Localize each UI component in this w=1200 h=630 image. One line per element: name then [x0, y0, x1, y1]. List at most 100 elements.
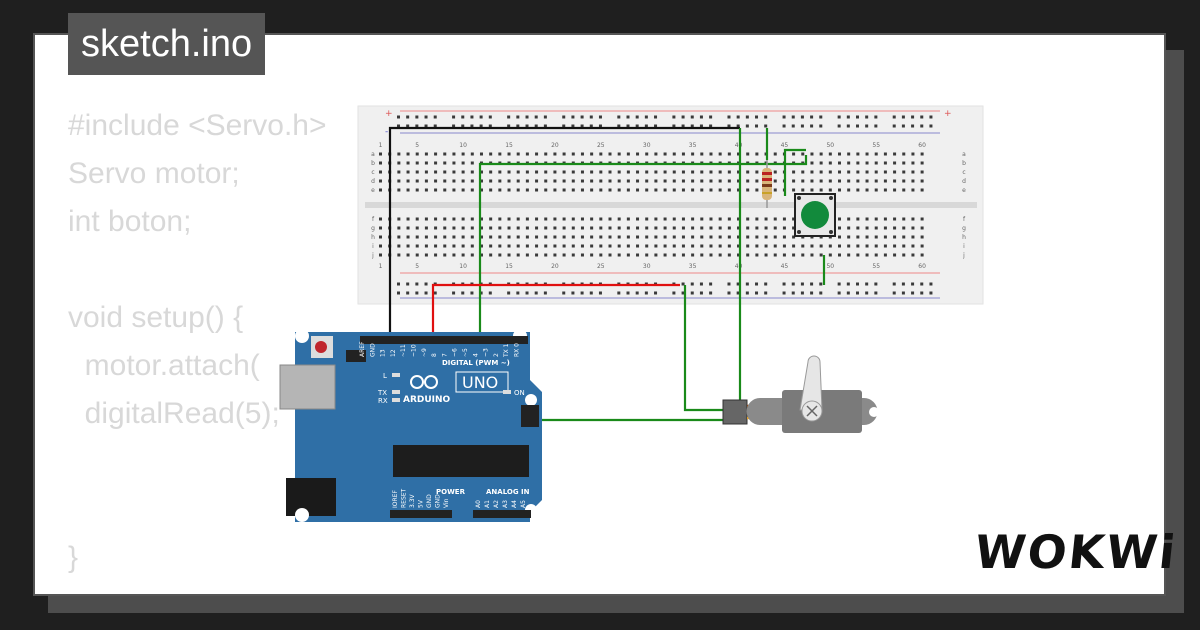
wire-green-servo-vcc — [683, 285, 723, 412]
breadboard-row-label: h — [962, 234, 966, 241]
code-line: int boton; — [68, 205, 192, 238]
breadboard-column-label: 50 — [826, 142, 834, 149]
analog-header — [473, 510, 531, 518]
servo-horn — [799, 355, 823, 411]
arduino-pin-label: 13 — [380, 349, 387, 357]
reset-button[interactable] — [315, 341, 327, 353]
breadboard-column-label: 1 — [379, 263, 383, 270]
breadboard-column-label: 25 — [597, 263, 605, 270]
breadboard-column-label: 30 — [643, 142, 651, 149]
digital-header — [360, 336, 528, 344]
breadboard-row-label: a — [962, 151, 966, 158]
power-header — [390, 510, 452, 518]
breadboard-column-label: 20 — [551, 142, 559, 149]
arduino-pin-label: 8 — [431, 353, 438, 357]
breadboard-column-label: 10 — [459, 263, 467, 270]
arduino-pin-label: ~6 — [452, 348, 459, 357]
arduino-pin-label: 5V — [418, 499, 425, 508]
breadboard-column-label: 25 — [597, 142, 605, 149]
arduino-pin-label: 7 — [441, 353, 448, 357]
arduino-pin-label: A0 — [475, 500, 482, 508]
arduino-model: UNO — [462, 373, 498, 392]
rx-label: RX — [378, 397, 388, 405]
breadboard-row-label: d — [962, 178, 966, 185]
arduino-pin-label: 4 — [472, 353, 479, 357]
breadboard-column-label: 60 — [918, 263, 926, 270]
breadboard-column-label: 5 — [415, 263, 419, 270]
tx-label: TX — [377, 389, 387, 397]
breadboard-column-label: 40 — [735, 263, 743, 270]
arduino-pin-label: RX 0 — [514, 343, 521, 357]
arduino-pin-label: 12 — [390, 349, 397, 357]
code-line: } — [68, 541, 79, 574]
arduino-pin-label: GND — [426, 494, 433, 508]
breadboard-row-label: e — [962, 187, 966, 194]
filename-label: sketch.ino — [81, 23, 253, 65]
breadboard-row-label: b — [371, 160, 375, 167]
arduino-pin-label: ~10 — [411, 344, 418, 357]
arduino-pin-label: AREF — [359, 341, 366, 357]
breadboard-row-label: b — [962, 160, 966, 167]
arduino-pin-label: Vin — [443, 498, 450, 508]
breadboard-column-label: 60 — [918, 142, 926, 149]
breadboard-row-label: c — [371, 169, 374, 176]
arduino-uno: DIGITAL (PWM ~) ARDUINO UNO TX RX L ON P… — [279, 329, 542, 522]
code-line: #include <Servo.h> — [68, 109, 327, 142]
wire-black-gnd — [388, 126, 740, 345]
arduino-pin-label: A3 — [502, 500, 509, 508]
wires — [388, 126, 826, 520]
rail-minus-label: - — [385, 127, 388, 137]
breadboard-row-label: i — [372, 243, 374, 250]
on-label: ON — [514, 389, 525, 397]
arduino-pin-label: IOREF — [392, 490, 399, 508]
arduino-pin-label: TX 1 — [503, 343, 510, 358]
power-label: POWER — [436, 488, 466, 496]
analog-label: ANALOG IN — [486, 488, 530, 496]
breadboard-row-label: j — [371, 252, 374, 259]
breadboard-column-label: 5 — [415, 142, 419, 149]
breadboard-column-label: 35 — [689, 263, 697, 270]
resistor — [762, 160, 772, 208]
arduino-pin-label: 2 — [493, 353, 500, 357]
breadboard-column-label: 20 — [551, 263, 559, 270]
breadboard-column-label: 35 — [689, 142, 697, 149]
breadboard-row-label: a — [371, 151, 375, 158]
breadboard-column-label: 1 — [379, 142, 383, 149]
breadboard-row-label: c — [962, 169, 965, 176]
code-background: #include <Servo.h> Servo motor; int boto… — [68, 102, 327, 582]
power-jack — [286, 478, 336, 516]
arduino-pin-label: A5 — [520, 500, 527, 508]
atmega-chip — [393, 445, 529, 477]
breadboard-row-label: f — [963, 216, 966, 223]
push-button[interactable] — [794, 193, 836, 237]
wokwi-logo: WOKWi — [972, 525, 1180, 579]
breadboard-row-label: f — [372, 216, 375, 223]
breadboard-row-label: d — [371, 178, 375, 185]
breadboard-row-label: i — [963, 243, 965, 250]
arduino-pin-label: A1 — [484, 500, 491, 508]
breadboard-column-label: 40 — [735, 142, 743, 149]
arduino-pin-label: GND — [369, 343, 376, 357]
arduino-pin-label: RESET — [401, 488, 408, 508]
breadboard-row-label: g — [962, 225, 966, 232]
breadboard-row-label: h — [371, 234, 375, 241]
arduino-pin-label: GND — [435, 494, 442, 508]
breadboard-row-label: g — [371, 225, 375, 232]
breadboard-row-label: e — [371, 187, 375, 194]
breadboard-column-label: 15 — [505, 263, 513, 270]
breadboard-row-label: j — [962, 252, 965, 259]
code-line: motor.attach( — [68, 349, 260, 382]
code-line: Servo motor; — [68, 157, 240, 190]
arduino-pin-label: ~11 — [400, 344, 407, 357]
arduino-pin-label: ~5 — [462, 348, 469, 357]
filename-tab: sketch.ino — [68, 13, 266, 75]
arduino-pin-label: ~9 — [421, 348, 428, 357]
servo-motor — [722, 355, 879, 433]
breadboard-column-label: 10 — [459, 142, 467, 149]
usb-port — [279, 364, 336, 410]
arduino-brand: ARDUINO — [403, 395, 451, 405]
rail-plus-label: + — [385, 109, 393, 119]
breadboard-column-label: 55 — [872, 263, 880, 270]
